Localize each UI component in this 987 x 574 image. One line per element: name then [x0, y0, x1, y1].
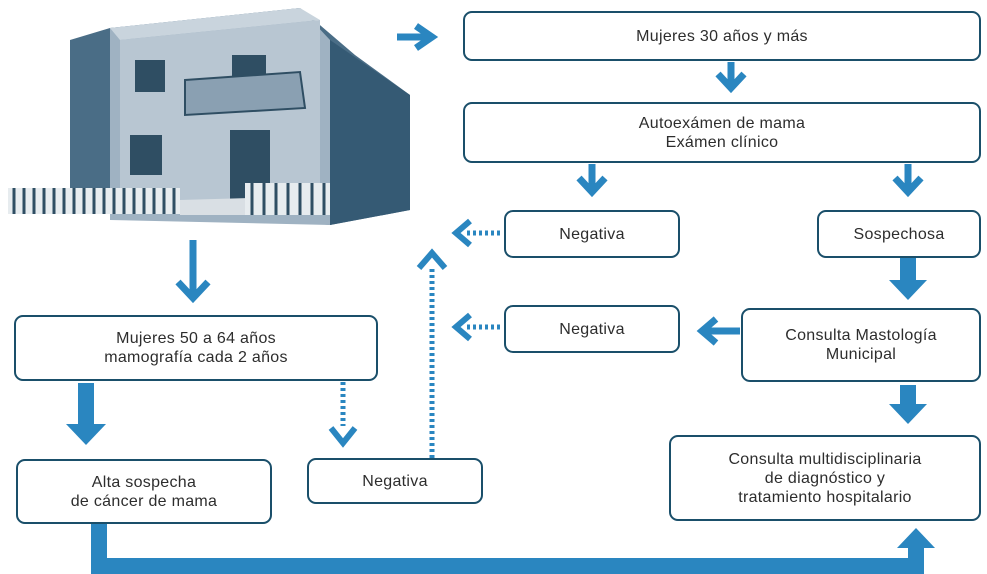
negative-middle-box: Negativa: [504, 305, 680, 353]
arrow-mastology-to-multidisciplinary: [889, 385, 927, 424]
multidisciplinary-line2: de diagnóstico y: [764, 469, 886, 487]
negative-top-box: Negativa: [504, 210, 680, 258]
high-suspicion-box: Alta sospecha de cáncer de mama: [16, 459, 272, 524]
self-exam-box: Autoexámen de mama Exámen clínico: [463, 102, 981, 163]
women-30-plus-box: Mujeres 30 años y más: [463, 11, 981, 61]
arrow-house-to-women-30: [397, 23, 439, 51]
arrow-negative-top-back: [451, 218, 500, 248]
clinical-exam-text: Exámen clínico: [665, 133, 779, 151]
high-suspicion-line2: de cáncer de mama: [70, 492, 218, 510]
arrow-negative-middle-back: [451, 312, 500, 342]
arrow-suspicious-to-mastology: [889, 258, 927, 300]
arrow-high-suspicion-to-multidisciplinary: [91, 524, 935, 574]
arrow-self-exam-to-suspicious: [892, 164, 924, 198]
arrow-women-30-to-self-exam: [715, 62, 747, 94]
negative-top-text: Negativa: [559, 225, 625, 243]
house-icon: [8, 8, 410, 225]
self-exam-text: Autoexámen de mama: [638, 114, 806, 132]
women-30-plus-text: Mujeres 30 años y más: [636, 27, 808, 45]
multidisciplinary-line3: tratamiento hospitalario: [738, 488, 912, 506]
women-50-64-box: Mujeres 50 a 64 años mamografía cada 2 a…: [14, 315, 378, 381]
multidisciplinary-line1: Consulta multidisciplinaria: [728, 450, 922, 468]
flow-arrows: [66, 23, 935, 574]
mastology-line1: Consulta Mastología: [785, 327, 937, 344]
arrow-self-exam-to-negative: [576, 164, 608, 198]
arrow-women-50-to-high-suspicion: [66, 383, 106, 445]
negative-middle-text: Negativa: [559, 320, 625, 338]
women-50-64-line1: Mujeres 50 a 64 años: [116, 330, 276, 347]
arrow-mastology-to-negative: [696, 316, 740, 346]
multidisciplinary-box: Consulta multidisciplinaria de diagnósti…: [669, 435, 981, 521]
suspicious-text: Sospechosa: [853, 225, 945, 243]
negative-bottom-text: Negativa: [362, 472, 428, 490]
high-suspicion-line1: Alta sospecha: [91, 473, 197, 491]
mastology-box: Consulta Mastología Municipal: [741, 308, 981, 382]
negative-bottom-box: Negativa: [307, 458, 483, 504]
suspicious-box: Sospechosa: [817, 210, 981, 258]
women-50-64-line2: mamografía cada 2 años: [104, 349, 288, 366]
arrow-negative-bottom-up: [416, 248, 448, 458]
mastology-line2: Municipal: [825, 346, 897, 363]
arrow-house-to-women-50: [175, 240, 211, 304]
arrow-women-50-to-negative: [328, 382, 358, 448]
